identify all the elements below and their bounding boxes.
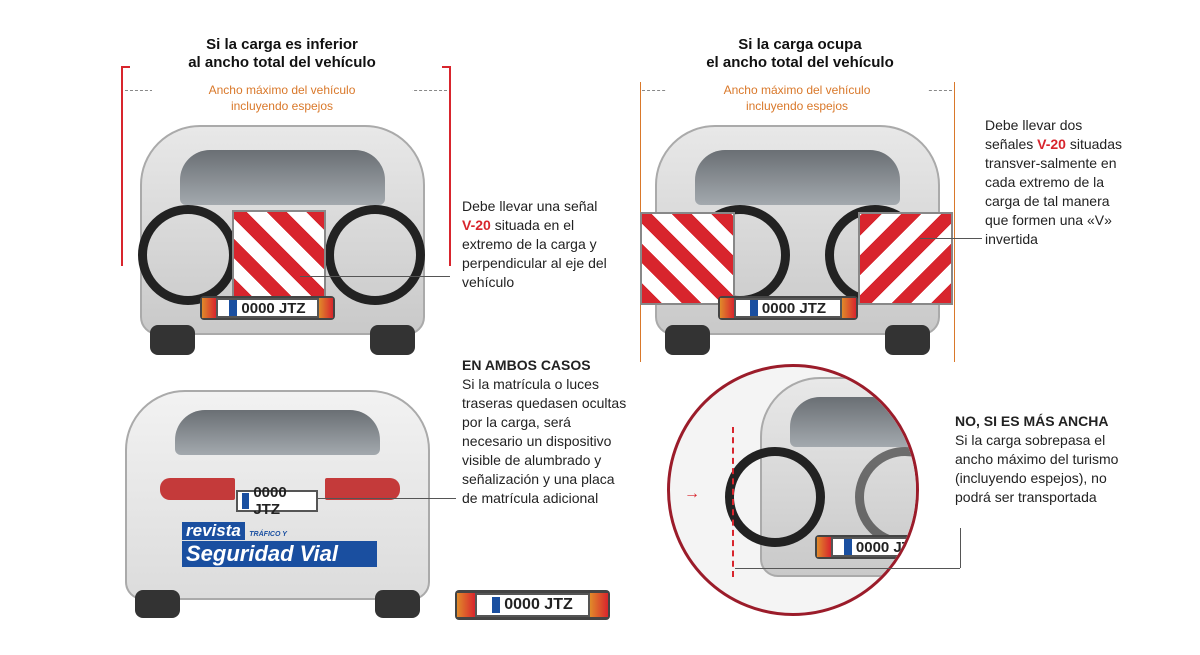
plate-number: 0000 JTZ [504, 596, 573, 613]
additional-light-bar: 0000 JTZ [455, 590, 610, 620]
eu-band [242, 493, 250, 509]
license-plate: 0000 JTZ [236, 484, 318, 518]
width-label: Ancho máximo del vehículo incluyendo esp… [152, 82, 412, 114]
eu-band [749, 300, 758, 316]
logo-text: Seguridad Vial [182, 541, 377, 567]
tail-light [457, 593, 475, 617]
tire [135, 590, 180, 618]
bike-wheel [725, 447, 825, 547]
v20-label: V-20 [462, 217, 491, 233]
rear-window [175, 410, 380, 455]
width-label-line: incluyendo espejos [230, 99, 334, 113]
tire [375, 590, 420, 618]
tire [665, 325, 710, 355]
plate-number: 0000 JTZ [241, 299, 306, 317]
bracket-mask [130, 44, 442, 74]
arrow-right-icon: → [684, 485, 700, 502]
eu-band [492, 597, 501, 613]
title-line: el ancho total del vehículo [706, 54, 894, 71]
width-label-line: Ancho máximo del vehículo [208, 83, 356, 97]
width-label-line: Ancho máximo del vehículo [723, 83, 871, 97]
overhang-limit-line [732, 427, 734, 577]
right-case-note: Debe llevar dos señales V-20 situadas tr… [985, 116, 1125, 249]
width-label-line: incluyendo espejos [745, 99, 849, 113]
logo-text: TRÁFICO Y [249, 531, 287, 538]
callout-line [960, 528, 961, 568]
light-bar: 0000 JTZ [200, 296, 335, 320]
title-line: Si la carga es inferior [206, 36, 358, 53]
both-cases-note: EN AMBOS CASOS Si la matrícula o luces t… [462, 356, 632, 508]
callout-line [920, 238, 982, 239]
v20-label: V-20 [1037, 136, 1066, 152]
license-plate: 0000 JTZ [216, 298, 319, 318]
license-plate: 0000 JTZ [734, 298, 842, 318]
callout-line [318, 498, 456, 499]
tail-light [202, 298, 216, 318]
eu-band [229, 300, 238, 316]
plate-number: 0000 JTZ [253, 484, 287, 518]
note-heading: NO, SI ES MÁS ANCHA [955, 413, 1109, 429]
v20-signal-panel [232, 210, 326, 300]
tire [150, 325, 195, 355]
note-heading: EN AMBOS CASOS [462, 357, 591, 373]
left-case-title: Si la carga es inferior al ancho total d… [132, 36, 432, 72]
note-text: situadas transver-salmente en cada extre… [985, 136, 1123, 247]
tire [885, 325, 930, 355]
width-label: Ancho máximo del vehículo incluyendo esp… [667, 82, 927, 114]
eu-band [843, 539, 852, 555]
license-plate: 0000 JTZ [831, 537, 919, 557]
note-text: Si la carga sobrepasa el ancho máximo de… [955, 432, 1119, 505]
logo-revista-seguridad-vial: revista TRÁFICO Y Seguridad Vial [182, 522, 377, 574]
plate-number: 0000 JTZ [855, 538, 919, 556]
tail-light [325, 478, 400, 500]
tail-light [590, 593, 608, 617]
too-wide-detail-circle: 0000 JTZ → [667, 364, 919, 616]
light-bar: 0000 JTZ [815, 535, 919, 559]
rear-window [180, 150, 385, 205]
rear-window [790, 397, 916, 447]
v20-signal-panel-left [640, 212, 735, 305]
note-text: Debe llevar dos señales [985, 117, 1083, 152]
callout-line [735, 568, 960, 569]
bike-wheel [138, 205, 238, 305]
tail-light [160, 478, 235, 500]
right-case-title: Si la carga ocupa el ancho total del veh… [650, 36, 950, 72]
note-text: situada en el extremo de la carga y perp… [462, 217, 607, 290]
bike-wheel [325, 205, 425, 305]
width-limit-line [954, 82, 955, 362]
too-wide-note: NO, SI ES MÁS ANCHA Si la carga sobrepas… [955, 412, 1135, 507]
tail-light [842, 298, 856, 318]
callout-line [300, 276, 450, 277]
title-line: Si la carga ocupa [738, 36, 862, 53]
tire [370, 325, 415, 355]
tail-light [817, 537, 831, 557]
license-plate: 0000 JTZ [475, 593, 590, 617]
light-bar: 0000 JTZ [718, 296, 858, 320]
title-line: al ancho total del vehículo [188, 54, 376, 71]
note-text: Si la matrícula o luces traseras quedase… [462, 376, 627, 506]
plate-number: 0000 JTZ [761, 299, 827, 317]
tail-light [720, 298, 734, 318]
logo-text: revista [182, 522, 245, 540]
tail-light [319, 298, 333, 318]
note-text: Debe llevar una señal [462, 198, 598, 214]
v20-signal-panel-right [858, 212, 953, 305]
rear-window [695, 150, 900, 205]
